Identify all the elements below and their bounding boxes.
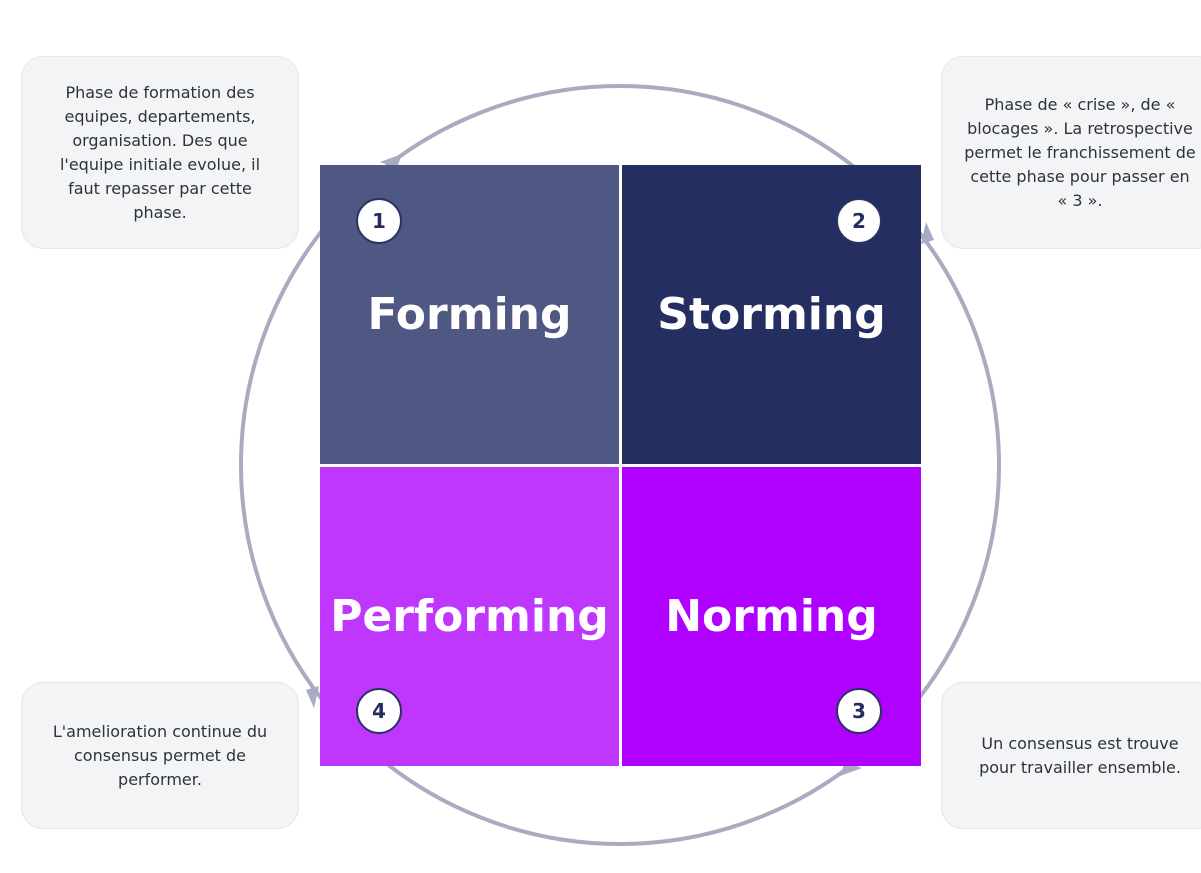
note-performing-text: L'amelioration continue du consensus per… [52, 721, 268, 789]
note-forming-text: Phase de formation des equipes, departem… [59, 82, 261, 222]
forming-label: Forming [367, 289, 572, 340]
badge-1-number: 1 [372, 209, 386, 233]
cycle-arrow-top-right [921, 222, 934, 244]
note-norming: Un consensus est trouve pour travailler … [941, 682, 1201, 829]
performing-label: Performing [330, 591, 609, 642]
storming-label: Storming [657, 289, 886, 340]
note-storming-text: Phase de « crise », de « blocages ». La … [964, 94, 1196, 210]
badge-4-number: 4 [372, 699, 386, 723]
badge-3-number: 3 [852, 699, 866, 723]
note-forming: Phase de formation des equipes, departem… [21, 56, 299, 249]
note-storming: Phase de « crise », de « blocages ». La … [941, 56, 1201, 249]
badge-3: 3 [836, 688, 882, 734]
badge-2: 2 [836, 198, 882, 244]
norming-label: Norming [665, 591, 878, 642]
cycle-arrow-bottom-left [306, 686, 319, 708]
badge-4: 4 [356, 688, 402, 734]
note-norming-text: Un consensus est trouve pour travailler … [979, 733, 1181, 777]
badge-2-number: 2 [852, 209, 866, 233]
cycle-arrow-top-left [380, 154, 402, 168]
badge-1: 1 [356, 198, 402, 244]
note-performing: L'amelioration continue du consensus per… [21, 682, 299, 829]
